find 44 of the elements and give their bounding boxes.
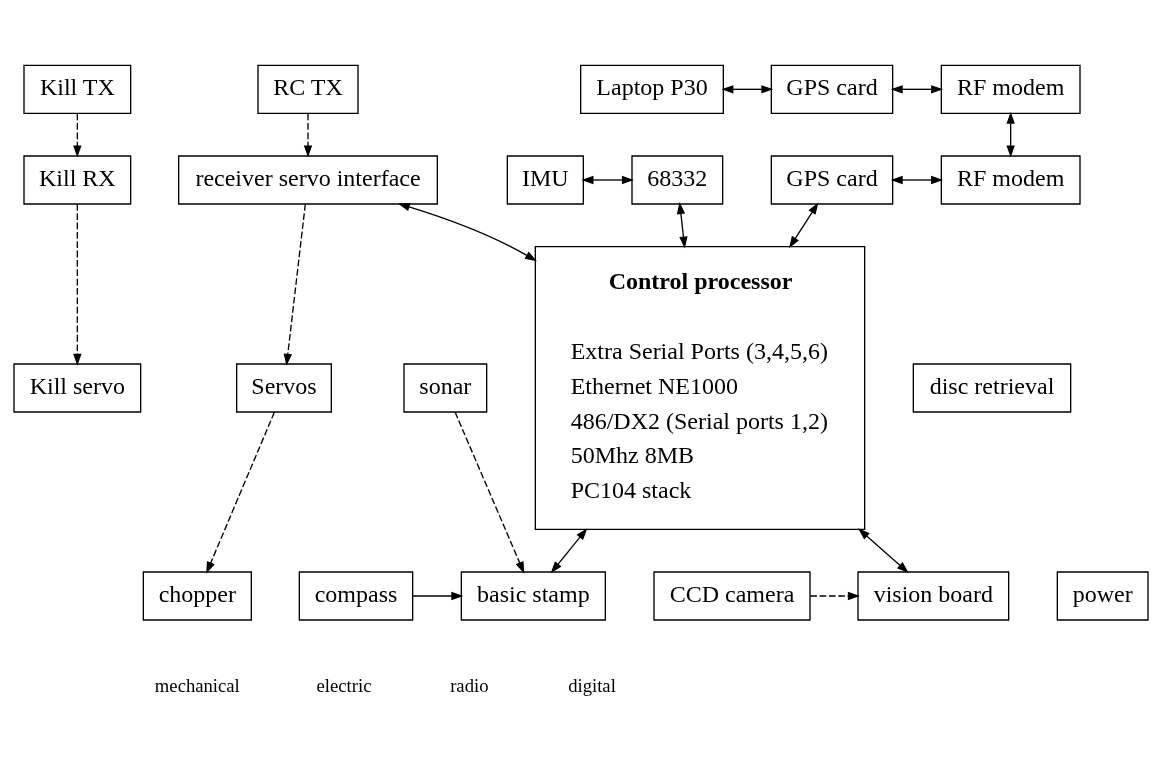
node-box: CCD camera [653, 571, 811, 621]
arrow [206, 411, 276, 574]
node-box: Kill servo [13, 363, 142, 413]
arrow [809, 591, 860, 601]
node-box: Servos [236, 363, 332, 413]
arrow [73, 113, 82, 158]
node-box: Kill RX [23, 155, 132, 205]
node-box: GPS card [770, 64, 894, 114]
arrow [1006, 111, 1015, 158]
node-box: RC TX [257, 64, 359, 114]
node-box: Kill TX [23, 64, 132, 114]
node-box: 68332 [631, 155, 724, 205]
arrow [890, 85, 944, 94]
node-box: Control processor Extra Serial Ports (3,4,5,6) Ethernet NE1000 486/DX2 (Serial ports 1,2) 50Mhz 8MB PC104 stack [534, 246, 866, 530]
node-box: GPS card [770, 155, 894, 205]
arrow [454, 411, 525, 574]
legend-label: digital [568, 674, 616, 696]
legend-label: electric [316, 674, 372, 696]
arrow [789, 202, 819, 249]
node-box: disc retrieval [912, 363, 1072, 413]
legend-label: mechanical [154, 674, 240, 696]
arrow [303, 113, 313, 158]
arrow [283, 203, 306, 366]
node-box: power [1056, 571, 1149, 621]
node-box: RF modem [940, 155, 1081, 205]
node-box: vision board [857, 571, 1010, 621]
arrow [858, 528, 909, 574]
node-box: sonar [403, 363, 488, 413]
arrow [721, 85, 774, 94]
arrow [397, 202, 537, 262]
node-box: RF modem [940, 64, 1081, 114]
arrow [550, 528, 588, 574]
arrow [412, 591, 464, 601]
legend-label: radio [450, 674, 489, 696]
arrow [73, 203, 82, 366]
node-box: receiver servo interface [178, 155, 438, 205]
node-box: chopper [142, 571, 252, 621]
node-box: Laptop P30 [580, 64, 724, 114]
node-box: basic stamp [460, 571, 606, 621]
node-box: compass [298, 571, 414, 621]
node-box: IMU [506, 155, 584, 205]
arrow [581, 175, 634, 185]
arrow [890, 175, 944, 185]
arrow [676, 202, 688, 249]
